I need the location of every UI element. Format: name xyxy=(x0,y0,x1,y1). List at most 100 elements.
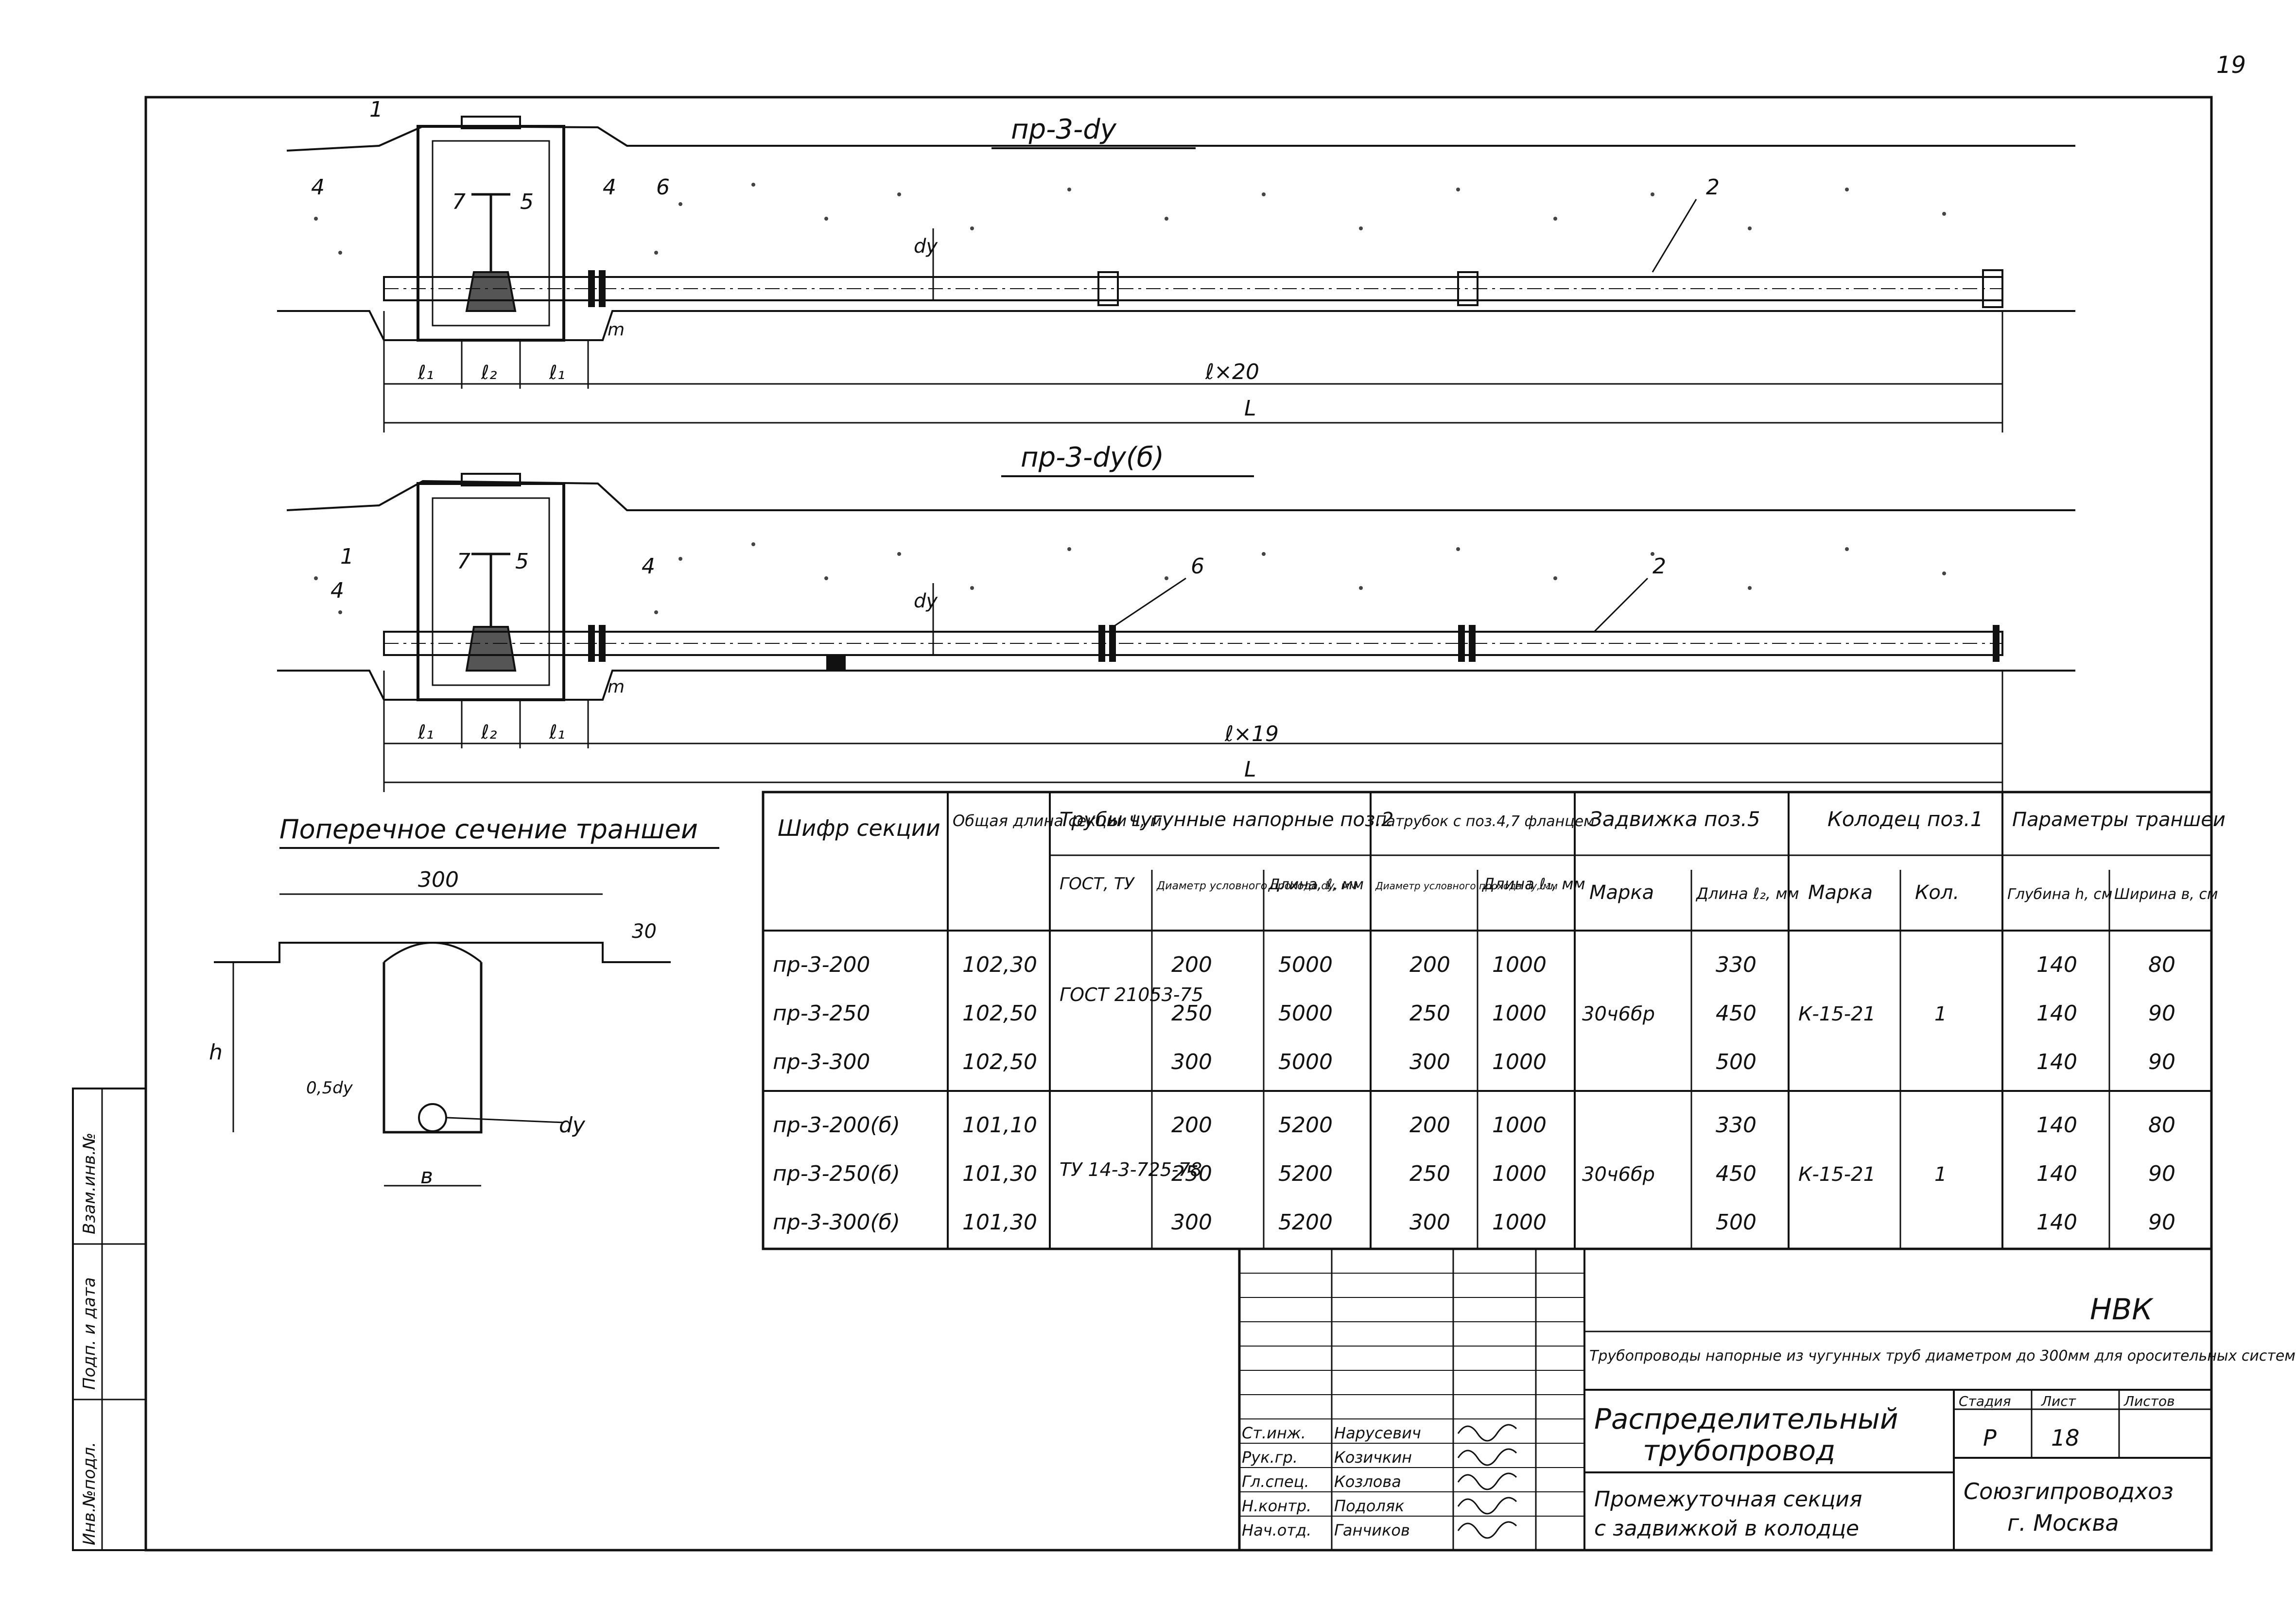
socket-top-1 xyxy=(1097,271,1119,306)
g1-well-mark: К-15-21 xyxy=(1798,1003,1876,1025)
th-well-mark: Марка xyxy=(1808,881,1873,904)
stamp-sign: Подп. и дата xyxy=(80,1277,99,1390)
socket-top-3 xyxy=(1982,269,2003,308)
table-row: пр-3-200 102,30 200 5000 200 1000 330 14… xyxy=(773,952,2175,977)
pipe-support-blob xyxy=(826,655,846,670)
cell-len: 5000 xyxy=(1278,952,1333,977)
stage-value: Р xyxy=(1983,1425,1997,1451)
th-pipes-diam: Диаметр условного прохода dу, мм xyxy=(1156,880,1357,892)
table-row: пр-3-300 102,50 300 5000 300 1000 500 14… xyxy=(773,1050,2175,1074)
cell-n-diam: 300 xyxy=(1409,1050,1450,1074)
cell-v-len: 500 xyxy=(1716,1210,1757,1235)
cell-diam: 250 xyxy=(1171,1001,1212,1026)
label-2-top: 2 xyxy=(1706,175,1720,200)
doc-code: НВК xyxy=(2090,1293,2154,1327)
cell-n-len: 1000 xyxy=(1492,952,1547,977)
dim-l2-bottom: ℓ₂ xyxy=(481,721,497,743)
cell-v-len: 450 xyxy=(1716,1161,1757,1186)
side-stamp xyxy=(72,1088,147,1551)
cell-length: 102,50 xyxy=(962,1050,1037,1074)
sig-role: Н.контр. xyxy=(1242,1497,1311,1515)
soil-hatch-top xyxy=(314,183,1946,255)
spec-group-2: ТУ 14-3-725-78 30ч6бр К-15-21 1 пр-3-200… xyxy=(773,1113,2175,1235)
ground-surface-top xyxy=(286,125,2075,152)
cell-depth: 140 xyxy=(2036,1161,2077,1186)
table-row: пр-3-200(б) 101,10 200 5200 200 1000 330… xyxy=(773,1113,2175,1138)
stamp-inv: Инв.№подл. xyxy=(80,1442,99,1545)
doc-description: Трубопроводы напорные из чугунных труб д… xyxy=(1589,1348,2296,1365)
g1-gost: ГОСТ 21053-75 xyxy=(1060,984,1203,1005)
spec-table xyxy=(762,791,2213,1250)
cell-code: пр-3-200(б) xyxy=(773,1113,900,1138)
cell-code: пр-3-250(б) xyxy=(773,1161,900,1186)
dim-l2-top: ℓ₂ xyxy=(481,362,497,384)
th-valve-len: Длина ℓ₂, мм xyxy=(1695,884,1799,903)
sig-name: Нарусевич xyxy=(1334,1424,1421,1442)
flange-bottom-2 xyxy=(1098,625,1105,662)
cell-code: пр-3-250 xyxy=(773,1001,870,1026)
table-row: пр-3-250(б) 101,30 250 5200 250 1000 450… xyxy=(773,1161,2175,1186)
table-row: пр-3-300(б) 101,30 300 5200 300 1000 500… xyxy=(773,1210,2175,1235)
sheet-title-line2: с задвижкой в колодце xyxy=(1594,1516,1859,1541)
th-code: Шифр секции xyxy=(778,815,940,841)
sig-name: Козичкин xyxy=(1334,1448,1412,1467)
cell-length: 102,50 xyxy=(962,1001,1037,1026)
cell-depth: 140 xyxy=(2036,1113,2077,1138)
cell-n-len: 1000 xyxy=(1492,1161,1547,1186)
cell-width: 90 xyxy=(2148,1001,2175,1026)
cross-dy: dу xyxy=(559,1113,586,1138)
flange-bottom-4 xyxy=(1993,625,2000,662)
cell-width: 90 xyxy=(2148,1050,2175,1074)
ground-surface-bottom xyxy=(286,480,2075,511)
cell-length: 101,30 xyxy=(962,1161,1037,1186)
cell-n-diam: 200 xyxy=(1409,1113,1450,1138)
cell-v-len: 500 xyxy=(1716,1050,1757,1074)
cell-n-len: 1000 xyxy=(1492,1050,1547,1074)
dim-total-top: L xyxy=(1244,396,1256,421)
profile-bottom-m: m xyxy=(608,677,625,697)
profile-top-dy: dу xyxy=(914,235,938,258)
cross-width: 300 xyxy=(418,867,459,892)
profile-bottom-title: пр-3-dу(б) xyxy=(1021,442,1164,473)
doc-name-line2: трубопровод xyxy=(1643,1434,1835,1467)
cross-trench xyxy=(383,962,483,1134)
org-line1: Союзгипроводхоз xyxy=(1964,1478,2174,1504)
dim-span-bottom: ℓ×19 xyxy=(1224,722,1279,746)
profile-top-title: пр-3-dу xyxy=(1011,114,1117,145)
title-block xyxy=(1238,1247,2213,1552)
well-hatch-bottom xyxy=(461,473,521,486)
cell-n-diam: 250 xyxy=(1409,1001,1450,1026)
label-4-bottom-left: 4 xyxy=(330,578,344,603)
org-line2: г. Москва xyxy=(2007,1510,2119,1536)
label-4-top-right: 4 xyxy=(603,175,616,200)
cell-len: 5200 xyxy=(1278,1161,1333,1186)
well-top xyxy=(417,125,565,342)
cross-pipe xyxy=(418,1103,447,1132)
doc-name-line1: Распределительный xyxy=(1594,1402,1898,1435)
th-length: Общая длина секции L, м xyxy=(953,812,1162,830)
signature-row: Рук.гр. Козичкин xyxy=(1242,1448,1412,1467)
flange-bottom-1 xyxy=(588,625,595,662)
label-4-bottom-right: 4 xyxy=(642,554,655,579)
cell-diam: 300 xyxy=(1171,1210,1212,1235)
th-pipes: Трубы чугунные напорные поз.2 xyxy=(1060,809,1393,831)
g1-well-qty: 1 xyxy=(1934,1003,1947,1025)
cross-half-dy: 0,5dу xyxy=(306,1078,353,1098)
cell-len: 5200 xyxy=(1278,1113,1333,1138)
th-trench-width: Ширина в, см xyxy=(2114,886,2218,903)
cross-section-title: Поперечное сечение траншеи xyxy=(279,814,698,845)
spec-table-headers: Шифр секции Общая длина секции L, м Труб… xyxy=(778,807,2226,904)
flange-bottom-3 xyxy=(1458,625,1465,662)
label-7-top: 7 xyxy=(452,190,466,214)
stamp-replace: Взам.инв.№ xyxy=(80,1133,99,1234)
label-1-top: 1 xyxy=(369,97,383,122)
cell-diam: 300 xyxy=(1171,1050,1212,1074)
cell-width: 90 xyxy=(2148,1210,2175,1235)
sig-name: Козлова xyxy=(1334,1472,1401,1491)
g2-well-mark: К-15-21 xyxy=(1798,1163,1876,1186)
dim-span-top: ℓ×20 xyxy=(1205,360,1259,384)
profile-bottom-dy: dу xyxy=(914,590,938,612)
label-6-bottom: 6 xyxy=(1191,554,1204,579)
stage-label: Стадия xyxy=(1959,1393,2011,1409)
